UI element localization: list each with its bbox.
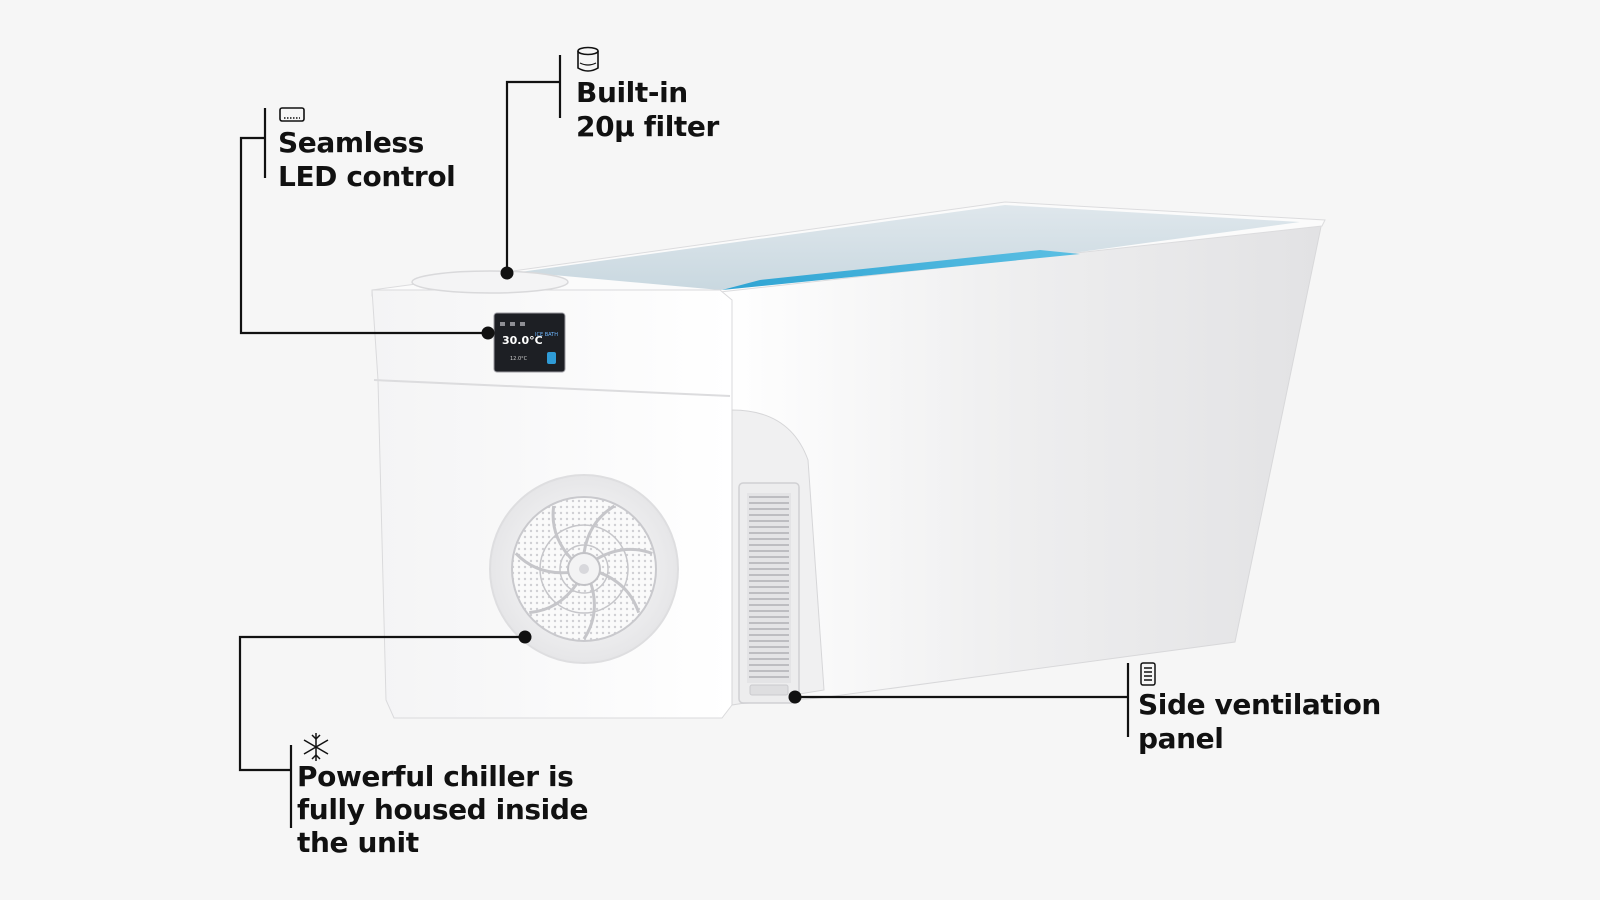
chiller-label-line-1: Powerful chiller is: [297, 760, 574, 793]
fan-spokes: [514, 504, 653, 640]
vent-icon: [1140, 662, 1156, 686]
snowflake-icon: [303, 733, 329, 761]
fan-ring: [559, 544, 609, 594]
fan-spoke: [599, 571, 641, 614]
led-label-line-2: LED control: [278, 160, 456, 193]
vent-slats: [749, 496, 789, 678]
filter-callout-label: Built-in 20μ filter: [576, 76, 719, 144]
chiller-callout-dot: [518, 630, 532, 644]
tub-water: [722, 250, 1080, 290]
fan-spoke: [582, 504, 616, 554]
chiller-callout-label: Powerful chiller is fully housed inside …: [297, 760, 588, 859]
callout-lines: [238, 55, 1130, 828]
vent-callout-dot: [788, 690, 802, 704]
filter-label-line-2: 20μ filter: [576, 110, 719, 143]
vent-label-line-1: Side ventilation: [1138, 688, 1381, 721]
cold-plunge-tub: [371, 201, 1326, 719]
led-control-screen[interactable]: 30.0°C ICE BATH 12.0°C: [493, 312, 566, 373]
fan-spoke: [582, 582, 596, 640]
vent-label-line-2: panel: [1138, 722, 1224, 755]
screen-mode: ICE BATH: [535, 332, 558, 338]
callout-dots: [481, 266, 802, 704]
cylinder-icon: [577, 46, 599, 72]
fan-spoke: [529, 582, 579, 615]
fan-ring: [539, 524, 629, 614]
screen-setpoint: 12.0°C: [510, 356, 528, 362]
led-callout-label: Seamless LED control: [278, 126, 456, 194]
led-callout-dot: [481, 326, 495, 340]
fan-spoke: [595, 547, 653, 561]
led-label-line-1: Seamless: [278, 126, 424, 159]
filter-label-line-1: Built-in: [576, 76, 688, 109]
screen-power-button[interactable]: [547, 352, 556, 364]
tub-inner-wall: [520, 205, 1300, 290]
side-vent-grille: [738, 482, 800, 704]
chiller-fan: [489, 474, 679, 664]
filter-lid: [411, 270, 569, 294]
fan-spoke: [514, 552, 569, 575]
chiller-label-line-3: the unit: [297, 826, 419, 859]
chiller-label-line-2: fully housed inside: [297, 793, 589, 826]
fan-spoke: [551, 505, 573, 561]
filter-callout-dot: [500, 266, 514, 280]
screen-temperature: 30.0°C: [502, 334, 543, 347]
ventilation-callout-label: Side ventilation panel: [1138, 688, 1381, 756]
display-icon: [279, 107, 305, 122]
